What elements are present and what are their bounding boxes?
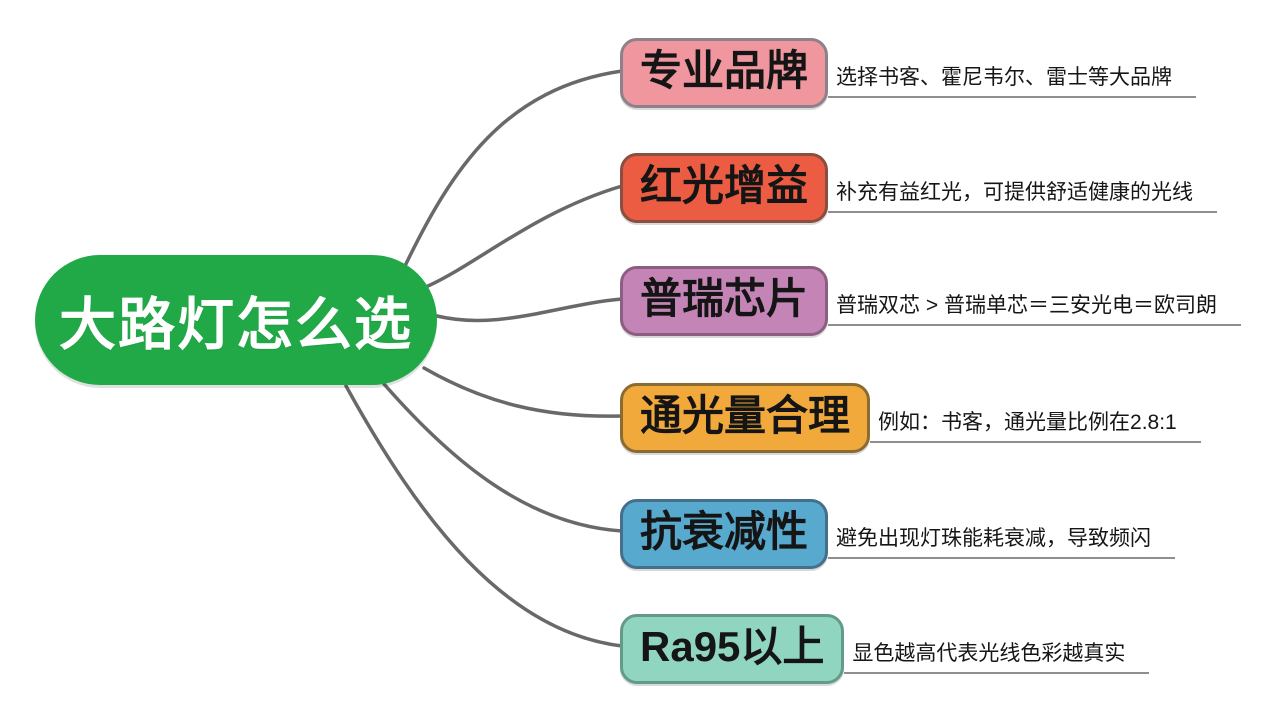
branch-label: 通光量合理: [640, 392, 851, 439]
branch-node-light-flux[interactable]: 通光量合理: [620, 383, 871, 453]
branch-label: 专业品牌: [640, 47, 809, 94]
branch-ra95: Ra95以上 显色越高代表光线色彩越真实: [620, 614, 1150, 684]
connector-line-3: [435, 297, 624, 323]
branch-anti-attenuation: 抗衰减性 避免出现灯珠能耗衰减，导致频闪: [620, 499, 1176, 569]
connector-line-4: [422, 366, 624, 418]
connector-line-6: [344, 384, 624, 648]
connector-line-5: [382, 382, 624, 533]
branch-node-anti-attenuation[interactable]: 抗衰减性: [620, 499, 829, 569]
branch-node-professional-brand[interactable]: 专业品牌: [620, 38, 829, 108]
branch-note-ra95[interactable]: 显色越高代表光线色彩越真实: [844, 641, 1150, 675]
connector-line-1: [402, 69, 624, 270]
branch-label: 抗衰减性: [640, 508, 809, 555]
branch-label: 红光增益: [640, 162, 809, 209]
branch-note-anti-attenuation[interactable]: 避免出现灯珠能耗衰减，导致频闪: [828, 526, 1176, 560]
connector-line-2: [426, 184, 624, 288]
root-node-label: 大路灯怎么选: [59, 293, 413, 357]
branch-node-red-light-gain[interactable]: 红光增益: [620, 153, 829, 223]
branch-puri-chip: 普瑞芯片 普瑞双芯 > 普瑞单芯＝三安光电＝欧司朗: [620, 266, 1241, 336]
root-node[interactable]: 大路灯怎么选: [35, 255, 437, 385]
branch-red-light-gain: 红光增益 补充有益红光，可提供舒适健康的光线: [620, 153, 1218, 223]
branch-professional-brand: 专业品牌 选择书客、霍尼韦尔、雷士等大品牌: [620, 38, 1197, 108]
branch-node-puri-chip[interactable]: 普瑞芯片: [620, 266, 829, 336]
branch-note-light-flux[interactable]: 例如：书客，通光量比例在2.8:1: [870, 410, 1201, 444]
branch-note-red-light-gain[interactable]: 补充有益红光，可提供舒适健康的光线: [828, 180, 1218, 214]
branch-light-flux: 通光量合理 例如：书客，通光量比例在2.8:1: [620, 383, 1201, 453]
branch-label: 普瑞芯片: [640, 275, 809, 322]
branch-label: Ra95以上: [640, 623, 825, 670]
branch-note-professional-brand[interactable]: 选择书客、霍尼韦尔、雷士等大品牌: [828, 65, 1197, 99]
branch-node-ra95[interactable]: Ra95以上: [620, 614, 845, 684]
branch-note-puri-chip[interactable]: 普瑞双芯 > 普瑞单芯＝三安光电＝欧司朗: [828, 293, 1241, 327]
